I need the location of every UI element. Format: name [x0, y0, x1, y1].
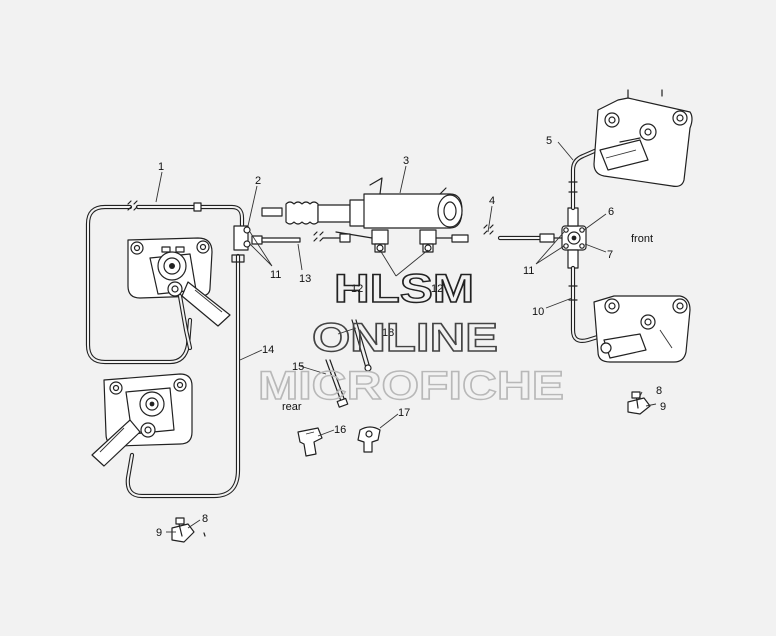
left-junction-bracket: [231, 225, 301, 263]
rear-brake-line-14: [125, 253, 241, 499]
callout-14: 14: [262, 344, 274, 356]
callout-12-left: 12: [351, 283, 363, 295]
callout-18: 18: [382, 327, 394, 339]
callout-16: 16: [334, 424, 346, 436]
callout-17: 17: [398, 407, 410, 419]
right-junction-block: [561, 207, 587, 269]
callout-11-right: 11: [523, 265, 534, 277]
callout-9-right: 9: [660, 401, 666, 413]
hose-clip-17: [357, 426, 381, 453]
upper-right-caliper: [593, 89, 693, 187]
front-brake-line-4: [483, 224, 564, 243]
rear-annotation: rear: [282, 401, 302, 413]
front-brake-lines: [568, 139, 639, 343]
watermark-line-3: MICROFICHE: [258, 364, 564, 408]
leader-lines: [155, 141, 657, 533]
bleed-screw-15: [325, 359, 349, 408]
callout-8-left: 8: [202, 513, 208, 525]
callout-15: 15: [292, 361, 304, 373]
watermark-line-2: ONLINE: [312, 316, 498, 360]
callout-12-right: 12: [431, 283, 443, 295]
lower-right-caliper: [593, 295, 691, 363]
callout-11-left: 11: [270, 269, 281, 281]
lower-left-caliper: [91, 373, 193, 467]
callout-7: 7: [607, 249, 613, 261]
fastener-8-9-right: [627, 391, 651, 415]
callout-1: 1: [158, 161, 164, 173]
pin-18: [351, 319, 372, 372]
watermark: HLSM ONLINE MICROFICHE: [257, 266, 564, 408]
watermark-line-1: HLSM: [334, 267, 474, 311]
fastener-8-9-left: [171, 517, 206, 543]
callout-13: 13: [299, 273, 311, 285]
master-cylinder: [261, 177, 469, 253]
callout-6: 6: [608, 206, 614, 218]
callout-4: 4: [489, 195, 495, 207]
callout-labels: 1 2 3 4 5 6 7 8 8 9 9 10 11 11 12 12 13 …: [156, 135, 666, 539]
callout-9-left: 9: [156, 527, 162, 539]
upper-left-caliper: [127, 237, 231, 351]
callout-2: 2: [255, 175, 261, 187]
callout-8-right: 8: [656, 385, 662, 397]
callout-10: 10: [532, 306, 544, 318]
callout-5: 5: [546, 135, 552, 147]
front-annotation: front: [631, 233, 653, 245]
hose-clip-16: [297, 427, 323, 457]
left-brake-line-loop: [85, 200, 245, 365]
callout-3: 3: [403, 155, 409, 167]
